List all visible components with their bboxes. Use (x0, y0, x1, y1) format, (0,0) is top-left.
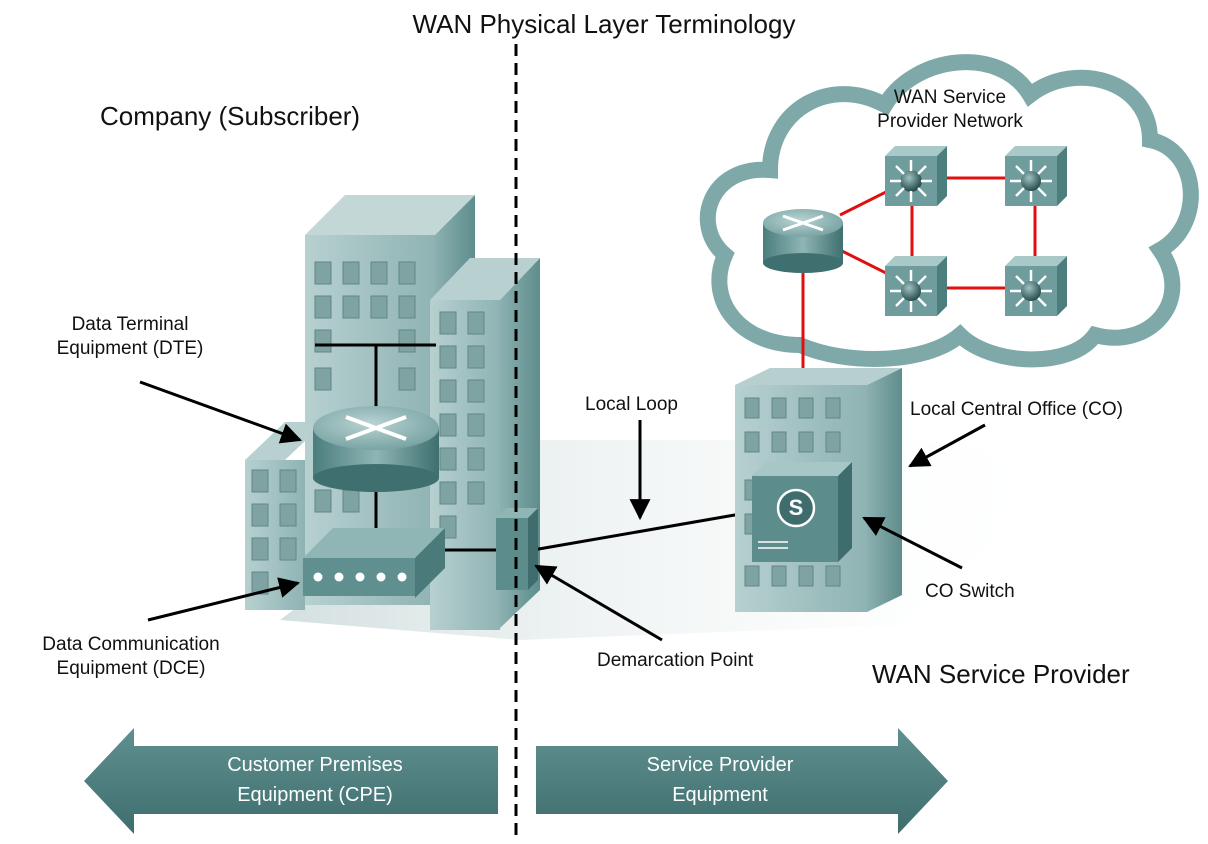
cloud-icon (699, 54, 1199, 368)
cpe-arrow-shape (84, 728, 498, 834)
router-icon (763, 209, 843, 273)
dce-label-line1: Data Communication (42, 634, 220, 655)
cpe-arrow-label: Customer Premises Equipment (CPE) (150, 750, 480, 810)
dte-label-line1: Data Terminal (71, 314, 189, 335)
modem-icon (303, 528, 445, 598)
multilayer-switch-icon (885, 146, 947, 206)
multilayer-switch-icon (885, 256, 947, 316)
co-switch-icon (752, 462, 852, 562)
right-heading: WAN Service Provider (872, 659, 1130, 689)
demarcation-point-label: Demarcation Point (597, 650, 754, 671)
cloud-label-line2: Provider Network (877, 110, 1023, 132)
local-loop-label: Local Loop (585, 394, 678, 415)
router-icon (313, 406, 439, 492)
demarcation-box (496, 508, 538, 590)
cloud-label-line1: WAN Service (893, 87, 1007, 108)
cpe-arrow-line1: Customer Premises (227, 754, 403, 776)
central-office-label: Local Central Office (CO) (910, 399, 1123, 420)
dte-label-line2: Equipment (DTE) (56, 337, 204, 359)
sp-arrow-label: Service Provider Equipment (550, 750, 890, 810)
cloud-label: WAN Service Provider Network (855, 86, 1045, 134)
callout-arrows (139, 380, 986, 642)
multilayer-switch-icon (1005, 256, 1067, 316)
page-title: WAN Physical Layer Terminology (412, 9, 796, 39)
dce-label-line2: Equipment (DCE) (56, 657, 206, 679)
co-switch-letter: S (788, 495, 804, 520)
multilayer-switch-icon (1005, 146, 1067, 206)
dce-label: Data Communication Equipment (DCE) (20, 633, 242, 681)
sp-arrow-line2: Equipment (672, 784, 768, 806)
cpe-arrow-line2: Equipment (CPE) (237, 784, 393, 806)
sp-arrow-line1: Service Provider (646, 754, 794, 776)
co-switch-label: CO Switch (925, 581, 1015, 602)
dte-label: Data Terminal Equipment (DTE) (30, 313, 230, 361)
left-heading: Company (Subscriber) (100, 101, 361, 131)
sp-arrow-shape (536, 728, 948, 834)
